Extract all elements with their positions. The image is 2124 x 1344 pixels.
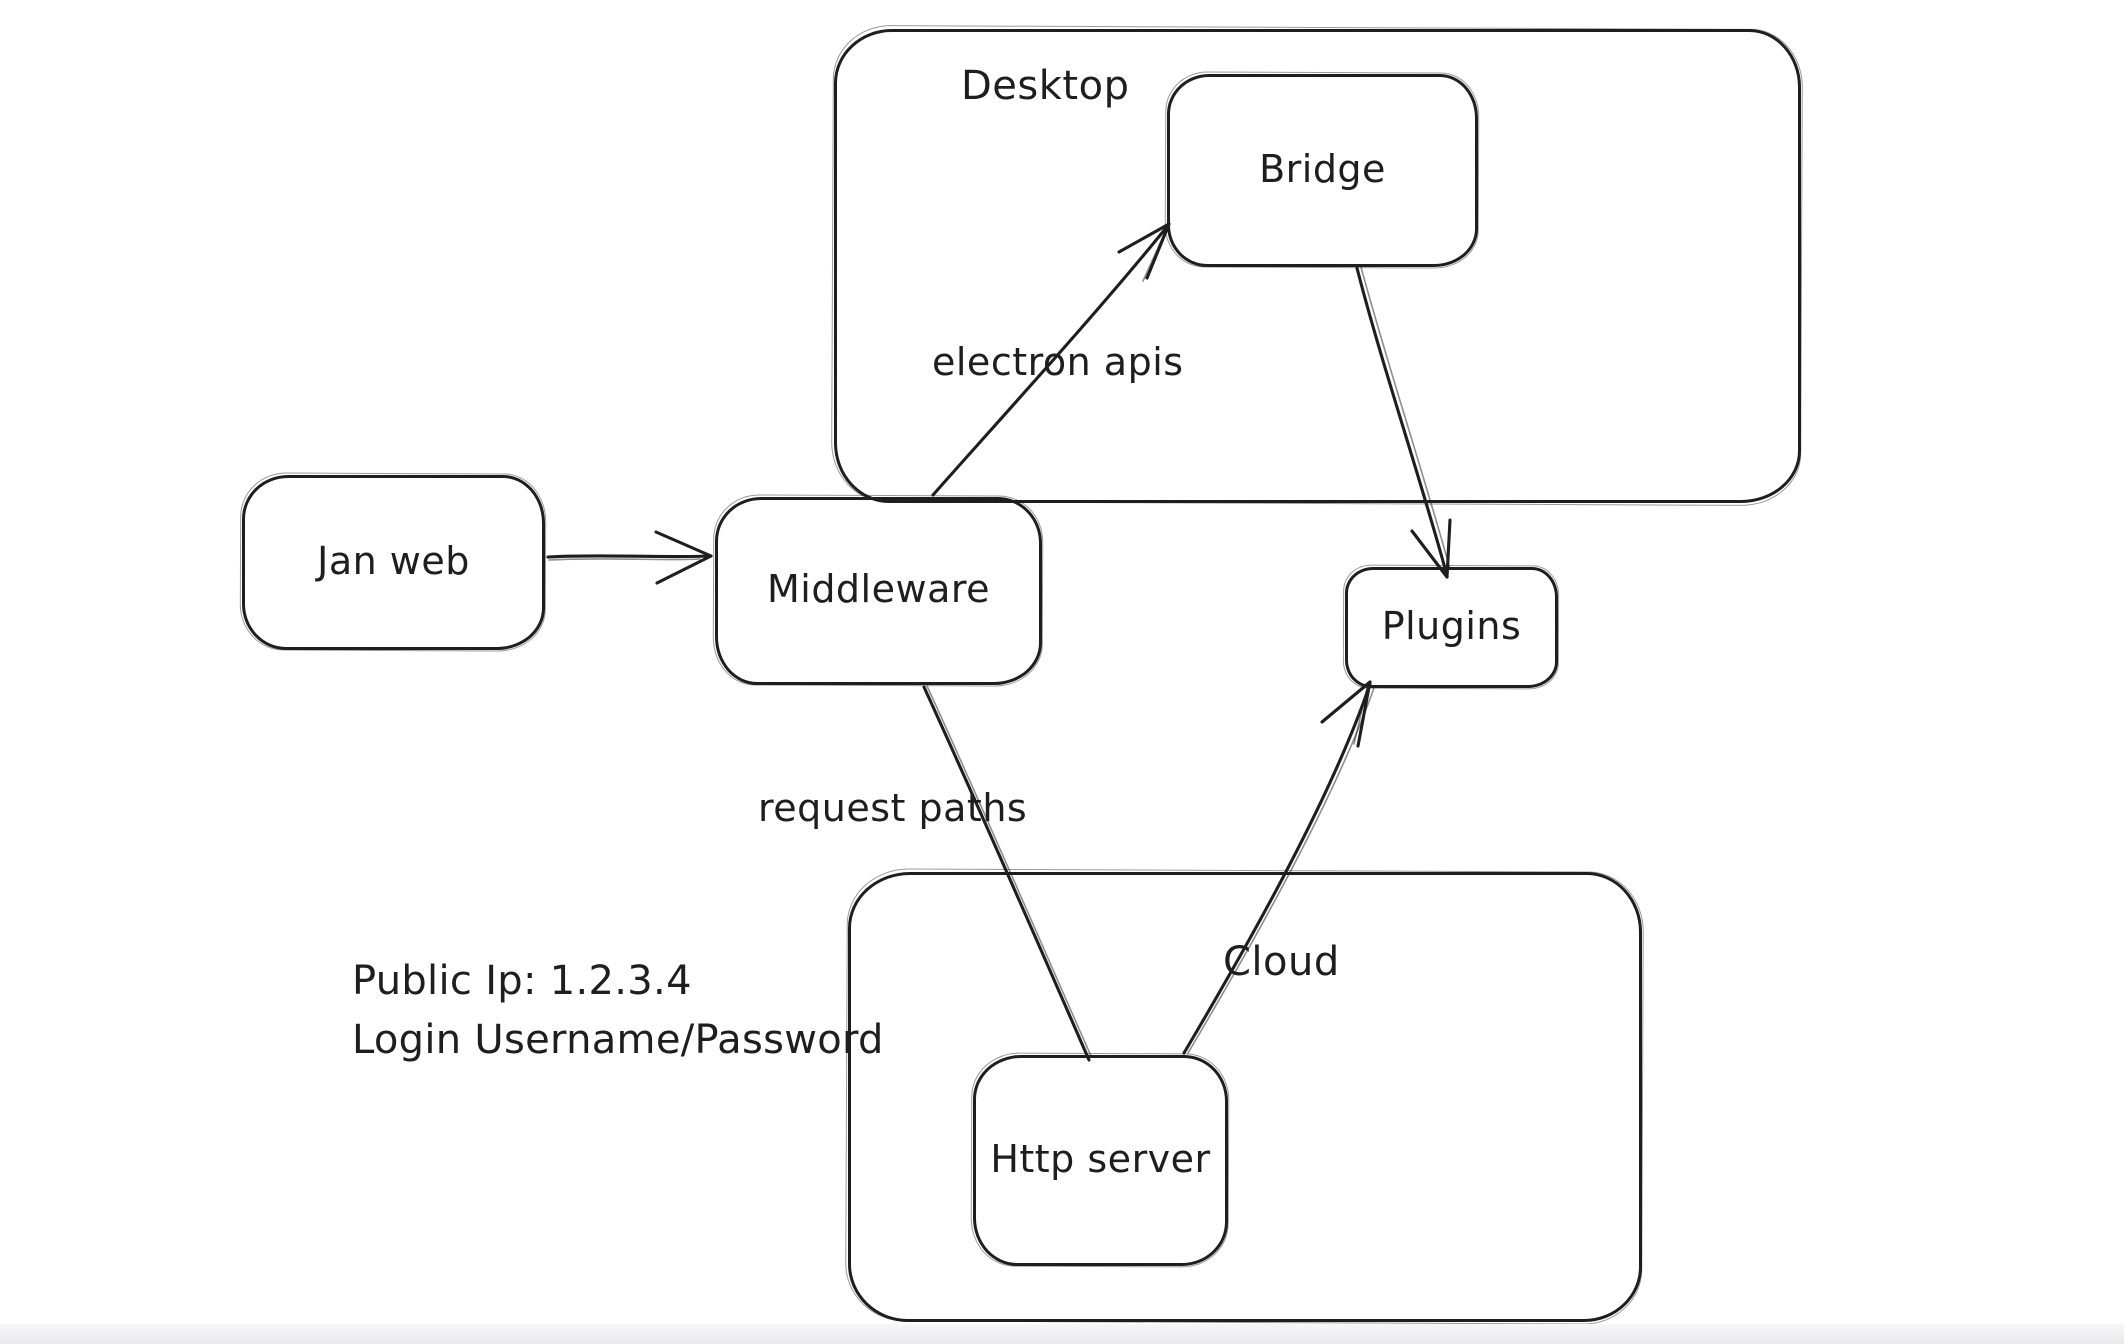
node-bridge[interactable]: Bridge [1167,74,1478,267]
cloud-container[interactable]: Cloud [848,872,1642,1322]
node-http-server[interactable]: Http server [973,1055,1228,1266]
edge-janweb-to-middleware[interactable] [546,530,713,585]
bottom-edge-strip [0,1324,2124,1344]
desktop-label: Desktop [961,63,1130,109]
plugins-label: Plugins [1381,603,1522,648]
request-paths-edge-label: request paths [758,786,1028,830]
middleware-label: Middleware [766,566,991,611]
credentials-annotation[interactable]: Public Ip: 1.2.3.4 Login Username/Passwo… [352,952,884,1070]
node-jan-web[interactable]: Jan web [242,475,545,650]
node-middleware[interactable]: Middleware [715,497,1042,685]
jan-web-label: Jan web [317,538,470,583]
cloud-label: Cloud [1223,939,1340,985]
desktop-container[interactable]: Desktop [834,29,1801,503]
http-server-label: Http server [990,1136,1211,1181]
bridge-label: Bridge [1259,146,1386,191]
login-text: Login Username/Password [352,1017,884,1064]
public-ip-text: Public Ip: 1.2.3.4 [352,958,692,1004]
node-plugins[interactable]: Plugins [1345,567,1558,688]
electron-apis-edge-label: electron apis [932,340,1184,384]
